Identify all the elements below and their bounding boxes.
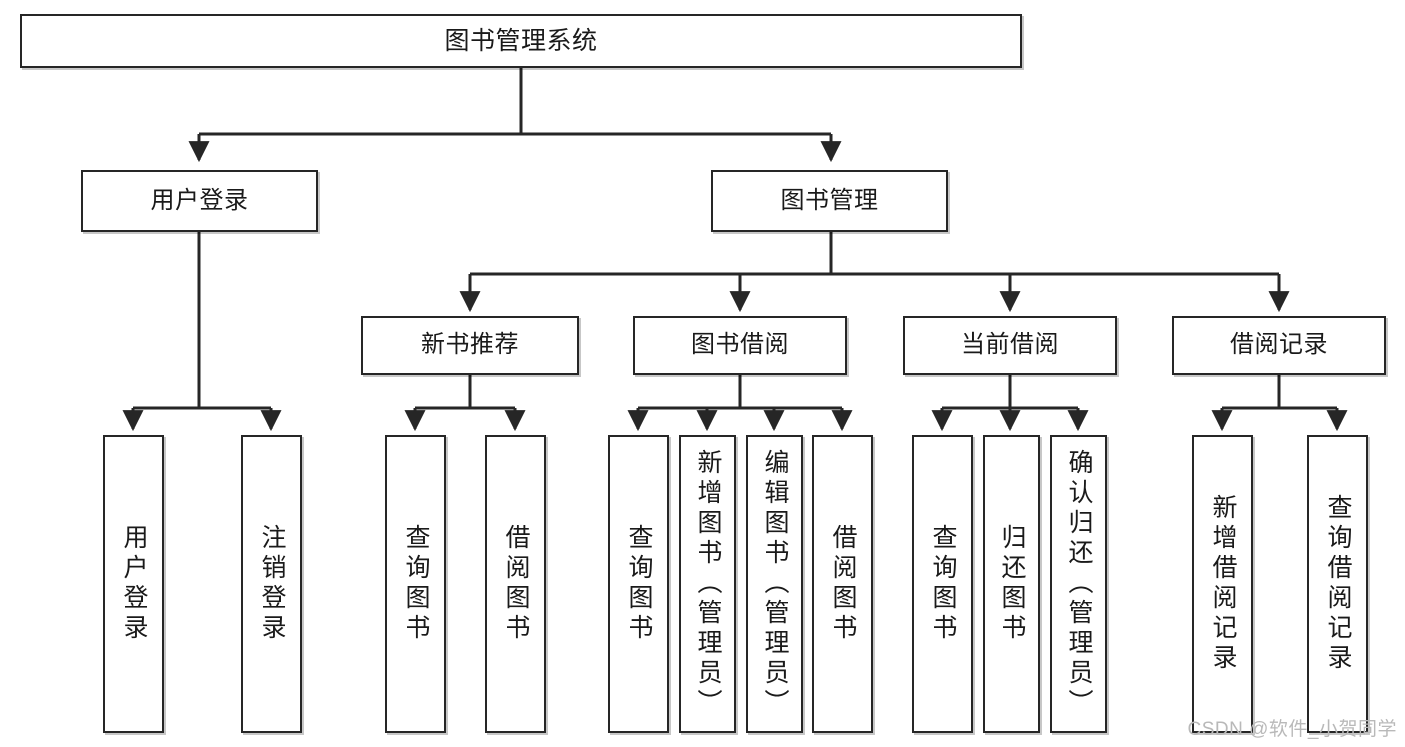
node-root-system[interactable]: 图书管理系统 (20, 14, 1022, 68)
leaf-current-return-books[interactable]: 归还图书 (983, 435, 1040, 733)
node-label: 图书借阅 (691, 331, 789, 359)
node-label: 归还图书 (998, 524, 1026, 644)
node-label: 借阅图书 (829, 524, 857, 644)
node-book-management[interactable]: 图书管理 (711, 170, 948, 232)
node-user-login[interactable]: 用户登录 (81, 170, 318, 232)
leaf-current-confirm-return-admin[interactable]: 确认归还（管理员） (1050, 435, 1107, 733)
leaf-borrow-borrow-books[interactable]: 借阅图书 (812, 435, 873, 733)
leaf-logout-login[interactable]: 注销登录 (241, 435, 302, 733)
node-borrow-record[interactable]: 借阅记录 (1172, 316, 1386, 375)
node-label: 查询借阅记录 (1324, 494, 1352, 674)
node-label: 确认归还（管理员） (1065, 449, 1093, 719)
node-label: 图书管理 (780, 186, 879, 214)
node-label: 查询图书 (929, 524, 957, 644)
leaf-current-query-books[interactable]: 查询图书 (912, 435, 973, 733)
node-label: 编辑图书（管理员） (761, 449, 789, 719)
node-label: 借阅记录 (1230, 331, 1328, 359)
node-current-borrow[interactable]: 当前借阅 (903, 316, 1117, 375)
node-label: 新增图书（管理员） (694, 449, 722, 719)
leaf-borrow-add-book-admin[interactable]: 新增图书（管理员） (679, 435, 736, 733)
node-book-borrow[interactable]: 图书借阅 (633, 316, 847, 375)
node-label: 图书管理系统 (444, 27, 598, 55)
node-new-book-recommendation[interactable]: 新书推荐 (361, 316, 579, 375)
leaf-borrow-edit-book-admin[interactable]: 编辑图书（管理员） (746, 435, 803, 733)
leaf-record-query-borrow-record[interactable]: 查询借阅记录 (1307, 435, 1368, 733)
node-label: 用户登录 (120, 524, 148, 644)
node-label: 用户登录 (150, 186, 249, 214)
node-label: 借阅图书 (502, 524, 530, 644)
leaf-record-add-borrow-record[interactable]: 新增借阅记录 (1192, 435, 1253, 733)
node-label: 新书推荐 (421, 331, 519, 359)
node-label: 注销登录 (258, 524, 286, 644)
leaf-user-login[interactable]: 用户登录 (103, 435, 164, 733)
node-label: 新增借阅记录 (1209, 494, 1237, 674)
node-label: 查询图书 (402, 524, 430, 644)
leaf-rec-query-books[interactable]: 查询图书 (385, 435, 446, 733)
leaf-rec-borrow-books[interactable]: 借阅图书 (485, 435, 546, 733)
leaf-borrow-query-books[interactable]: 查询图书 (608, 435, 669, 733)
node-label: 查询图书 (625, 524, 653, 644)
node-label: 当前借阅 (961, 331, 1059, 359)
